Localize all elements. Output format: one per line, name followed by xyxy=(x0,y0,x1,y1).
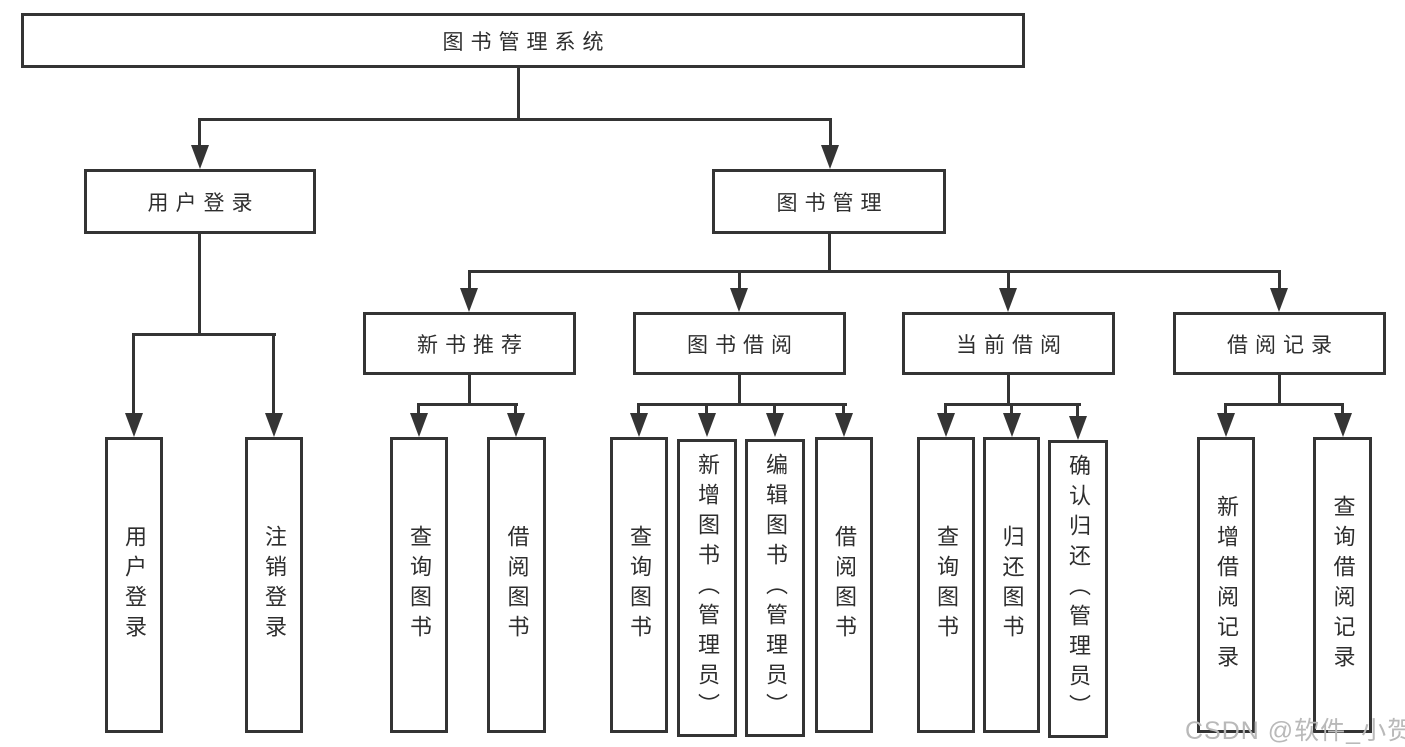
connector-line xyxy=(132,333,276,336)
arrow-down-icon xyxy=(125,413,143,437)
leaf-edit-book-admin: 编辑图书（管理员） xyxy=(745,439,805,737)
connector-line xyxy=(1341,403,1344,418)
node-label: 查询图书 xyxy=(934,525,959,645)
arrow-down-icon xyxy=(1334,413,1352,437)
node-label: 新增借阅记录 xyxy=(1214,495,1239,675)
node-label: 归还图书 xyxy=(999,525,1025,645)
arrow-down-icon xyxy=(1003,413,1021,437)
arrow-down-icon xyxy=(630,413,648,437)
connector-line xyxy=(132,333,135,417)
arrow-down-icon xyxy=(460,288,478,312)
leaf-add-borrow-record: 新增借阅记录 xyxy=(1197,437,1255,733)
connector-line xyxy=(1076,403,1079,420)
node-label: 确认归还（管理员） xyxy=(1066,454,1091,724)
node-label: 图书管理系统 xyxy=(442,30,611,54)
node-label: 图书借阅 xyxy=(687,333,799,357)
connector-line xyxy=(198,118,832,121)
node-borrowing-records: 借阅记录 xyxy=(1173,312,1386,375)
leaf-borrow-books-recommend: 借阅图书 xyxy=(487,437,546,733)
connector-line xyxy=(1007,375,1010,406)
connector-line xyxy=(517,66,520,120)
node-label: 查询图书 xyxy=(407,525,432,645)
node-label: 查询借阅记录 xyxy=(1330,495,1356,675)
node-current-borrowing: 当前借阅 xyxy=(902,312,1115,375)
arrow-down-icon xyxy=(507,413,525,437)
node-label: 新增图书（管理员） xyxy=(695,453,720,723)
node-label: 注销登录 xyxy=(262,525,287,645)
arrow-down-icon xyxy=(265,413,283,437)
node-book-management: 图书管理 xyxy=(712,169,946,234)
connector-line xyxy=(417,403,420,418)
connector-line xyxy=(1224,403,1344,406)
leaf-query-books-current: 查询图书 xyxy=(917,437,975,733)
leaf-borrow-books-borrowing: 借阅图书 xyxy=(815,437,873,733)
node-new-book-recommend: 新书推荐 xyxy=(363,312,576,375)
connector-line xyxy=(468,375,471,406)
node-label: 借阅图书 xyxy=(832,525,857,645)
connector-line xyxy=(198,118,201,150)
node-label: 查询图书 xyxy=(627,525,652,645)
arrow-down-icon xyxy=(821,145,839,169)
node-label: 编辑图书（管理员） xyxy=(763,453,788,723)
connector-line xyxy=(1010,403,1013,418)
connector-line xyxy=(417,403,518,406)
connector-line xyxy=(198,234,201,336)
connector-line xyxy=(738,270,741,292)
connector-line xyxy=(468,270,471,292)
arrow-down-icon xyxy=(937,413,955,437)
leaf-return-book: 归还图书 xyxy=(983,437,1040,733)
node-label: 图书管理 xyxy=(776,191,889,215)
connector-line xyxy=(1278,375,1281,406)
connector-line xyxy=(842,403,845,418)
leaf-add-book-admin: 新增图书（管理员） xyxy=(677,439,737,737)
node-label: 新书推荐 xyxy=(417,333,529,357)
node-user-login: 用户登录 xyxy=(84,169,316,234)
arrow-down-icon xyxy=(1069,416,1087,440)
node-label: 用户登录 xyxy=(122,525,147,645)
node-label: 借阅记录 xyxy=(1227,333,1339,357)
connector-line xyxy=(828,234,831,273)
leaf-query-books-recommend: 查询图书 xyxy=(390,437,448,733)
connector-line xyxy=(773,403,776,418)
leaf-logout: 注销登录 xyxy=(245,437,303,733)
connector-line xyxy=(829,118,832,150)
leaf-query-books-borrowing: 查询图书 xyxy=(610,437,668,733)
arrow-down-icon xyxy=(410,413,428,437)
connector-line xyxy=(637,403,847,406)
connector-line xyxy=(705,403,708,418)
arrow-down-icon xyxy=(730,288,748,312)
node-label: 用户登录 xyxy=(147,191,260,215)
arrow-down-icon xyxy=(1270,288,1288,312)
node-label: 当前借阅 xyxy=(956,333,1068,357)
arrow-down-icon xyxy=(191,145,209,169)
arrow-down-icon xyxy=(698,413,716,437)
connector-line xyxy=(272,333,275,417)
leaf-query-borrow-record: 查询借阅记录 xyxy=(1313,437,1372,733)
connector-line xyxy=(1007,270,1010,292)
connector-line xyxy=(468,270,1281,273)
connector-line xyxy=(944,403,947,418)
arrow-down-icon xyxy=(835,413,853,437)
connector-line xyxy=(514,403,517,418)
connector-line xyxy=(738,375,741,406)
connector-line xyxy=(637,403,640,418)
node-label: 借阅图书 xyxy=(504,525,530,645)
leaf-confirm-return-admin: 确认归还（管理员） xyxy=(1048,440,1108,738)
node-book-borrowing: 图书借阅 xyxy=(633,312,846,375)
leaf-user-login: 用户登录 xyxy=(105,437,163,733)
node-book-management-system: 图书管理系统 xyxy=(21,13,1025,68)
watermark: CSDN @软件_小贺同学 xyxy=(1185,717,1405,745)
arrow-down-icon xyxy=(766,413,784,437)
arrow-down-icon xyxy=(999,288,1017,312)
connector-line xyxy=(1224,403,1227,418)
arrow-down-icon xyxy=(1217,413,1235,437)
connector-line xyxy=(1278,270,1281,292)
